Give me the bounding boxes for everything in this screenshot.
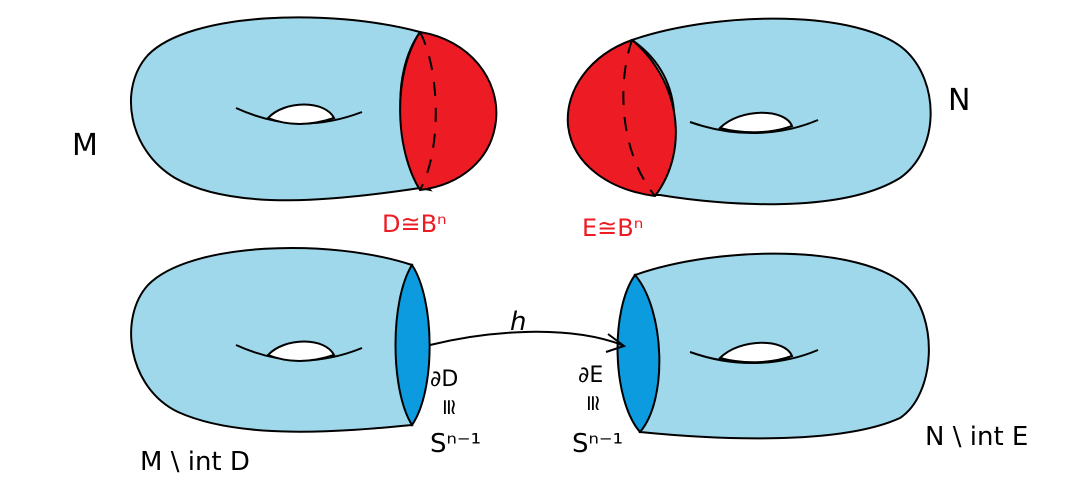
map-h-arrow [429, 330, 627, 353]
boundary-dd [394, 263, 431, 427]
label-sphere-left: Sⁿ⁻¹ [430, 429, 481, 459]
label-m-minus-d: M \ int D [140, 447, 250, 477]
torus-n [566, 17, 932, 206]
label-sphere-right: Sⁿ⁻¹ [572, 429, 623, 459]
arrow-head-icon [605, 333, 627, 353]
label-n-minus-e: N \ int E [925, 422, 1028, 452]
torus-m-minus-d-body [130, 246, 414, 433]
label-e-ball: E≅Bⁿ [582, 214, 643, 242]
torus-n-body [629, 17, 932, 206]
label-h: h [510, 307, 526, 337]
torus-m-hole [266, 103, 336, 125]
disk-e [566, 38, 677, 198]
disk-e-dashed-boundary [622, 39, 656, 197]
label-n: N [948, 83, 970, 118]
torus-n-minus-e [616, 252, 930, 440]
label-dd: ∂D [430, 367, 458, 392]
torus-m [129, 16, 498, 202]
torus-n-minus-e-hole [718, 341, 794, 364]
label-de: ∂E [578, 363, 603, 388]
arrow-curve [429, 330, 623, 346]
disk-d-dashed-boundary [419, 31, 437, 191]
label-d-ball: D≅Bⁿ [382, 210, 447, 238]
disk-d [399, 30, 498, 192]
torus-m-minus-d-hole [266, 340, 336, 362]
label-iso-right: ≅ [580, 394, 605, 412]
label-iso-left: ≅ [436, 398, 461, 416]
torus-n-hole [718, 111, 794, 134]
boundary-de [616, 273, 661, 434]
torus-m-minus-d [130, 246, 431, 433]
label-m: M [72, 128, 98, 163]
